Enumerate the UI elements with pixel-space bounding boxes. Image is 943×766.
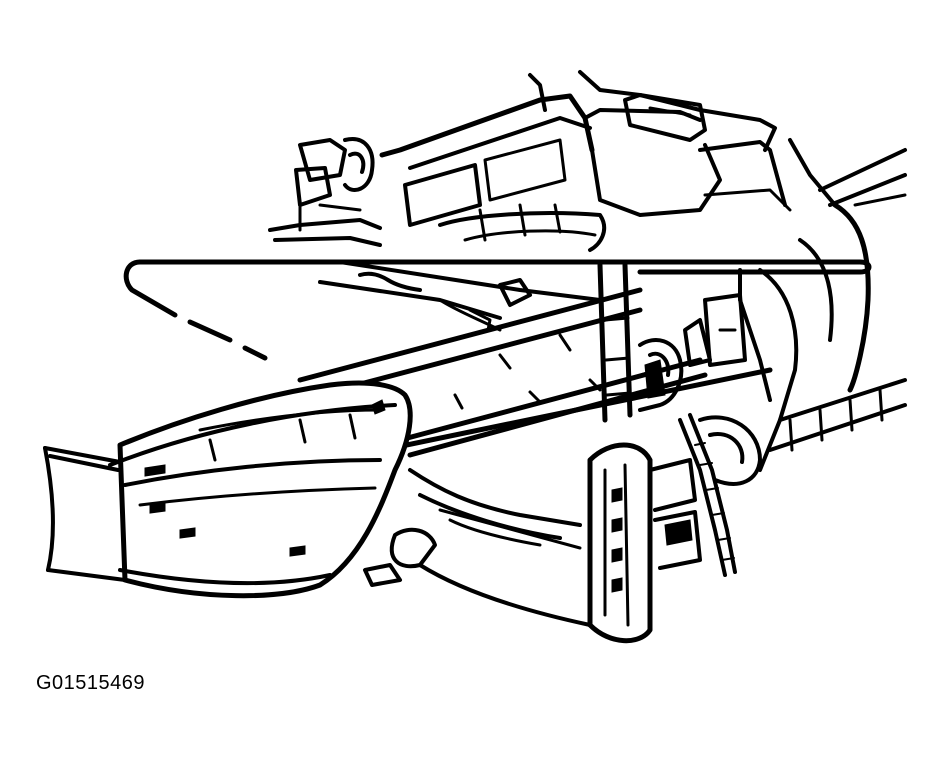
- fan-shroud: [438, 203, 607, 252]
- upper-radiator-support: [379, 70, 907, 227]
- lower-valance: [363, 468, 592, 627]
- right-frame-rail: [683, 202, 907, 486]
- figure-id-label: G01515469: [36, 672, 146, 694]
- bumper-end-panel: [587, 442, 702, 644]
- tie-strap: [678, 413, 737, 577]
- radiator-cross-members: [318, 260, 602, 332]
- bumper-fascia: [43, 380, 413, 599]
- hood-latch-hardware: [268, 137, 382, 247]
- reference-loop-upper: [123, 259, 872, 361]
